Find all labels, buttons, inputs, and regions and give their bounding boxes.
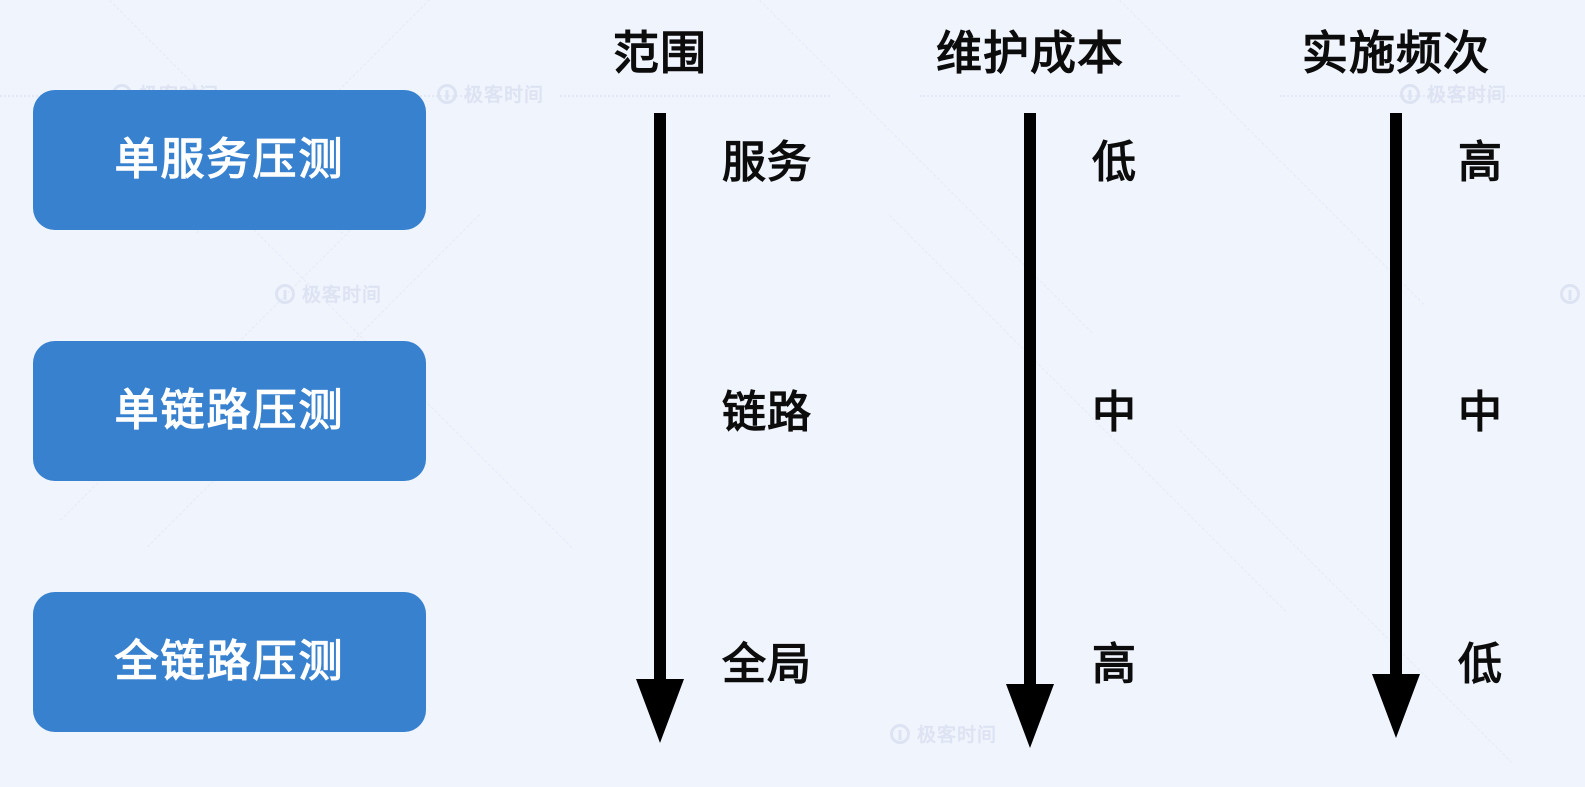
watermark: 极客时间 bbox=[1400, 80, 1507, 107]
test-type-card-single-service[interactable]: 单服务压测 bbox=[33, 90, 426, 230]
guide-diagonal-line bbox=[1179, 430, 1513, 764]
column-value: 全局 bbox=[722, 640, 812, 689]
column-header: 维护成本 bbox=[936, 27, 1124, 79]
watermark-label: 极客时间 bbox=[464, 85, 545, 106]
test-type-card-single-chain[interactable]: 单链路压测 bbox=[33, 341, 426, 481]
column-value: 链路 bbox=[722, 388, 812, 437]
geektime-logo-icon bbox=[890, 723, 910, 744]
watermark: 极客时间 bbox=[1560, 280, 1585, 307]
attribute-column-scope: 范围 服务 链路 全局 bbox=[613, 0, 811, 787]
watermark-label: 极客时间 bbox=[1427, 85, 1508, 106]
down-arrow-icon bbox=[1364, 113, 1428, 743]
card-label: 单服务压测 bbox=[114, 135, 345, 184]
test-type-card-full-chain[interactable]: 全链路压测 bbox=[33, 592, 426, 732]
column-value: 中 bbox=[1458, 388, 1503, 437]
attribute-column-implementation-frequency: 实施频次 高 中 低 bbox=[1302, 0, 1502, 787]
column-value: 低 bbox=[1458, 640, 1503, 689]
geektime-logo-icon bbox=[1400, 83, 1420, 104]
watermark: 极客时间 bbox=[890, 720, 997, 747]
guide-diagonal-line bbox=[889, 215, 1286, 612]
geektime-logo-icon bbox=[1560, 283, 1580, 304]
column-value: 高 bbox=[1458, 138, 1503, 187]
guide-dotted-line bbox=[920, 95, 1180, 97]
test-type-card-list: 单服务压测 单链路压测 全链路压测 bbox=[0, 0, 470, 787]
down-arrow-icon bbox=[998, 113, 1062, 753]
column-value: 服务 bbox=[722, 138, 812, 187]
card-label: 全链路压测 bbox=[114, 637, 345, 686]
column-value: 低 bbox=[1092, 138, 1137, 187]
column-header: 实施频次 bbox=[1302, 27, 1490, 79]
down-arrow-icon bbox=[628, 113, 692, 748]
column-header: 范围 bbox=[613, 27, 707, 79]
attribute-column-maintenance-cost: 维护成本 低 中 高 bbox=[936, 0, 1136, 787]
column-value: 高 bbox=[1092, 640, 1137, 689]
guide-dotted-line bbox=[1280, 95, 1585, 97]
guide-dotted-line bbox=[560, 95, 830, 97]
watermark-label: 极客时间 bbox=[917, 725, 998, 746]
card-label: 单链路压测 bbox=[114, 386, 345, 435]
column-value: 中 bbox=[1092, 388, 1137, 437]
